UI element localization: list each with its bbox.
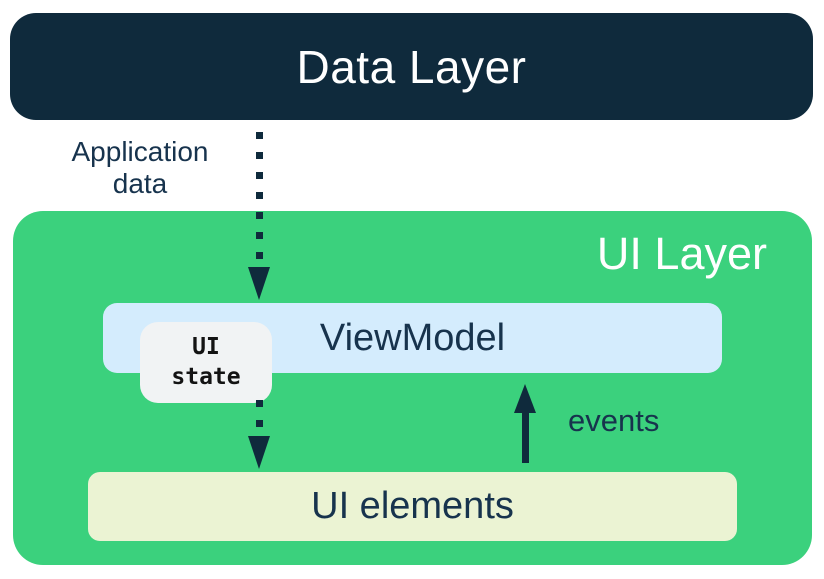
application-data-arrow-line <box>256 132 263 266</box>
ui-layer-label: UI Layer <box>596 228 767 279</box>
ui-state-badge: UI state <box>140 322 272 403</box>
ui-elements-label: UI elements <box>311 485 514 527</box>
application-data-label: Application data <box>45 136 235 200</box>
ui-state-label-line2: state <box>171 363 241 390</box>
data-layer-box: Data Layer <box>10 13 813 120</box>
data-layer-label: Data Layer <box>296 40 527 93</box>
ui-elements-box: UI elements <box>88 472 737 541</box>
application-data-arrowhead-icon <box>248 267 270 300</box>
viewmodel-label: ViewModel <box>319 316 506 359</box>
application-data-label-line1: Application <box>71 136 209 167</box>
events-label: events <box>568 403 660 438</box>
ui-state-arrow-line <box>256 400 263 434</box>
ui-state-label-line1: UI <box>192 333 220 360</box>
ui-state-arrowhead-icon <box>248 436 270 469</box>
application-data-label-line2: data <box>112 168 168 200</box>
events-arrowhead-icon <box>514 384 536 413</box>
events-arrow-line <box>522 408 529 463</box>
